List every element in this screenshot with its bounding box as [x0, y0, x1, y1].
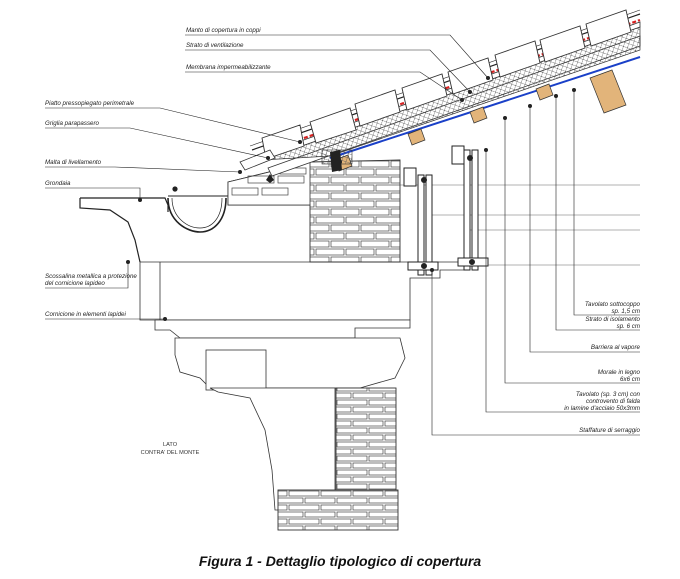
label-wood-batten-2: 6x6 cm [620, 376, 640, 383]
figure-caption: Figura 1 - Dettaglio tipologico di coper… [199, 553, 482, 569]
label-boarding-3: in lamine d'acciaio 50x3mm [564, 405, 640, 412]
leader-lines-left [45, 107, 301, 320]
label-insulation-2: sp. 6 cm [617, 323, 640, 330]
label-perimeter-flashing: Piatto pressopiegato perimetrale [45, 100, 135, 107]
label-gutter: Grondaia [45, 180, 71, 187]
label-roof-tiles: Manto di copertura in coppi [186, 27, 261, 34]
stone-cornice [139, 261, 471, 511]
label-clamping-brackets: Staffature di serraggio [579, 427, 640, 434]
leader-dots-top [460, 76, 490, 102]
leader-lines-top [185, 34, 489, 101]
masonry-pier-bottom [277, 387, 399, 531]
label-bird-grille: Griglia parapassero [45, 120, 100, 127]
label-metal-flashing-1: Scossalina metallica a protezione [45, 273, 137, 280]
bird-grille-icon [266, 174, 274, 183]
masonry-wall-top [227, 159, 401, 263]
label-stone-cornice: Cornicione in elementi lapidei [45, 311, 126, 318]
label-waterproof-membrane: Membrana impermeabilizzante [186, 64, 271, 71]
leader-dots-left [126, 140, 302, 321]
side-note-line-2: CONTRA' DEL MONTE [141, 450, 200, 456]
label-insulation-1: Strato di isolamento [585, 316, 640, 323]
vapour-barrier-line [329, 56, 641, 159]
roof-tiles [261, 9, 632, 160]
label-boarding-2: controvento di falda [586, 398, 641, 405]
label-wood-batten-1: Morale in legno [598, 369, 641, 376]
leader-lines-right [431, 90, 640, 436]
label-vapour-barrier: Barriera al vapore [591, 344, 641, 351]
label-boarding-1: Tavolato (sp. 3 cm) con [576, 391, 641, 398]
roof-layers [239, 9, 641, 183]
gutter-grondaia [79, 186, 230, 263]
label-under-tile-boards-2: sp. 1,5 cm [611, 308, 640, 315]
steel-brackets [403, 145, 489, 276]
label-leveling-mortar: Malta di livellamento [45, 159, 102, 166]
label-ventilation-layer: Strato di ventilazione [186, 42, 244, 49]
side-note-line-1: LATO [163, 442, 178, 448]
leader-dots-right [430, 88, 576, 272]
label-metal-flashing-2: del cornicione lapideo [45, 280, 105, 287]
label-under-tile-boards-1: Tavolato sottocoppo [585, 301, 641, 308]
